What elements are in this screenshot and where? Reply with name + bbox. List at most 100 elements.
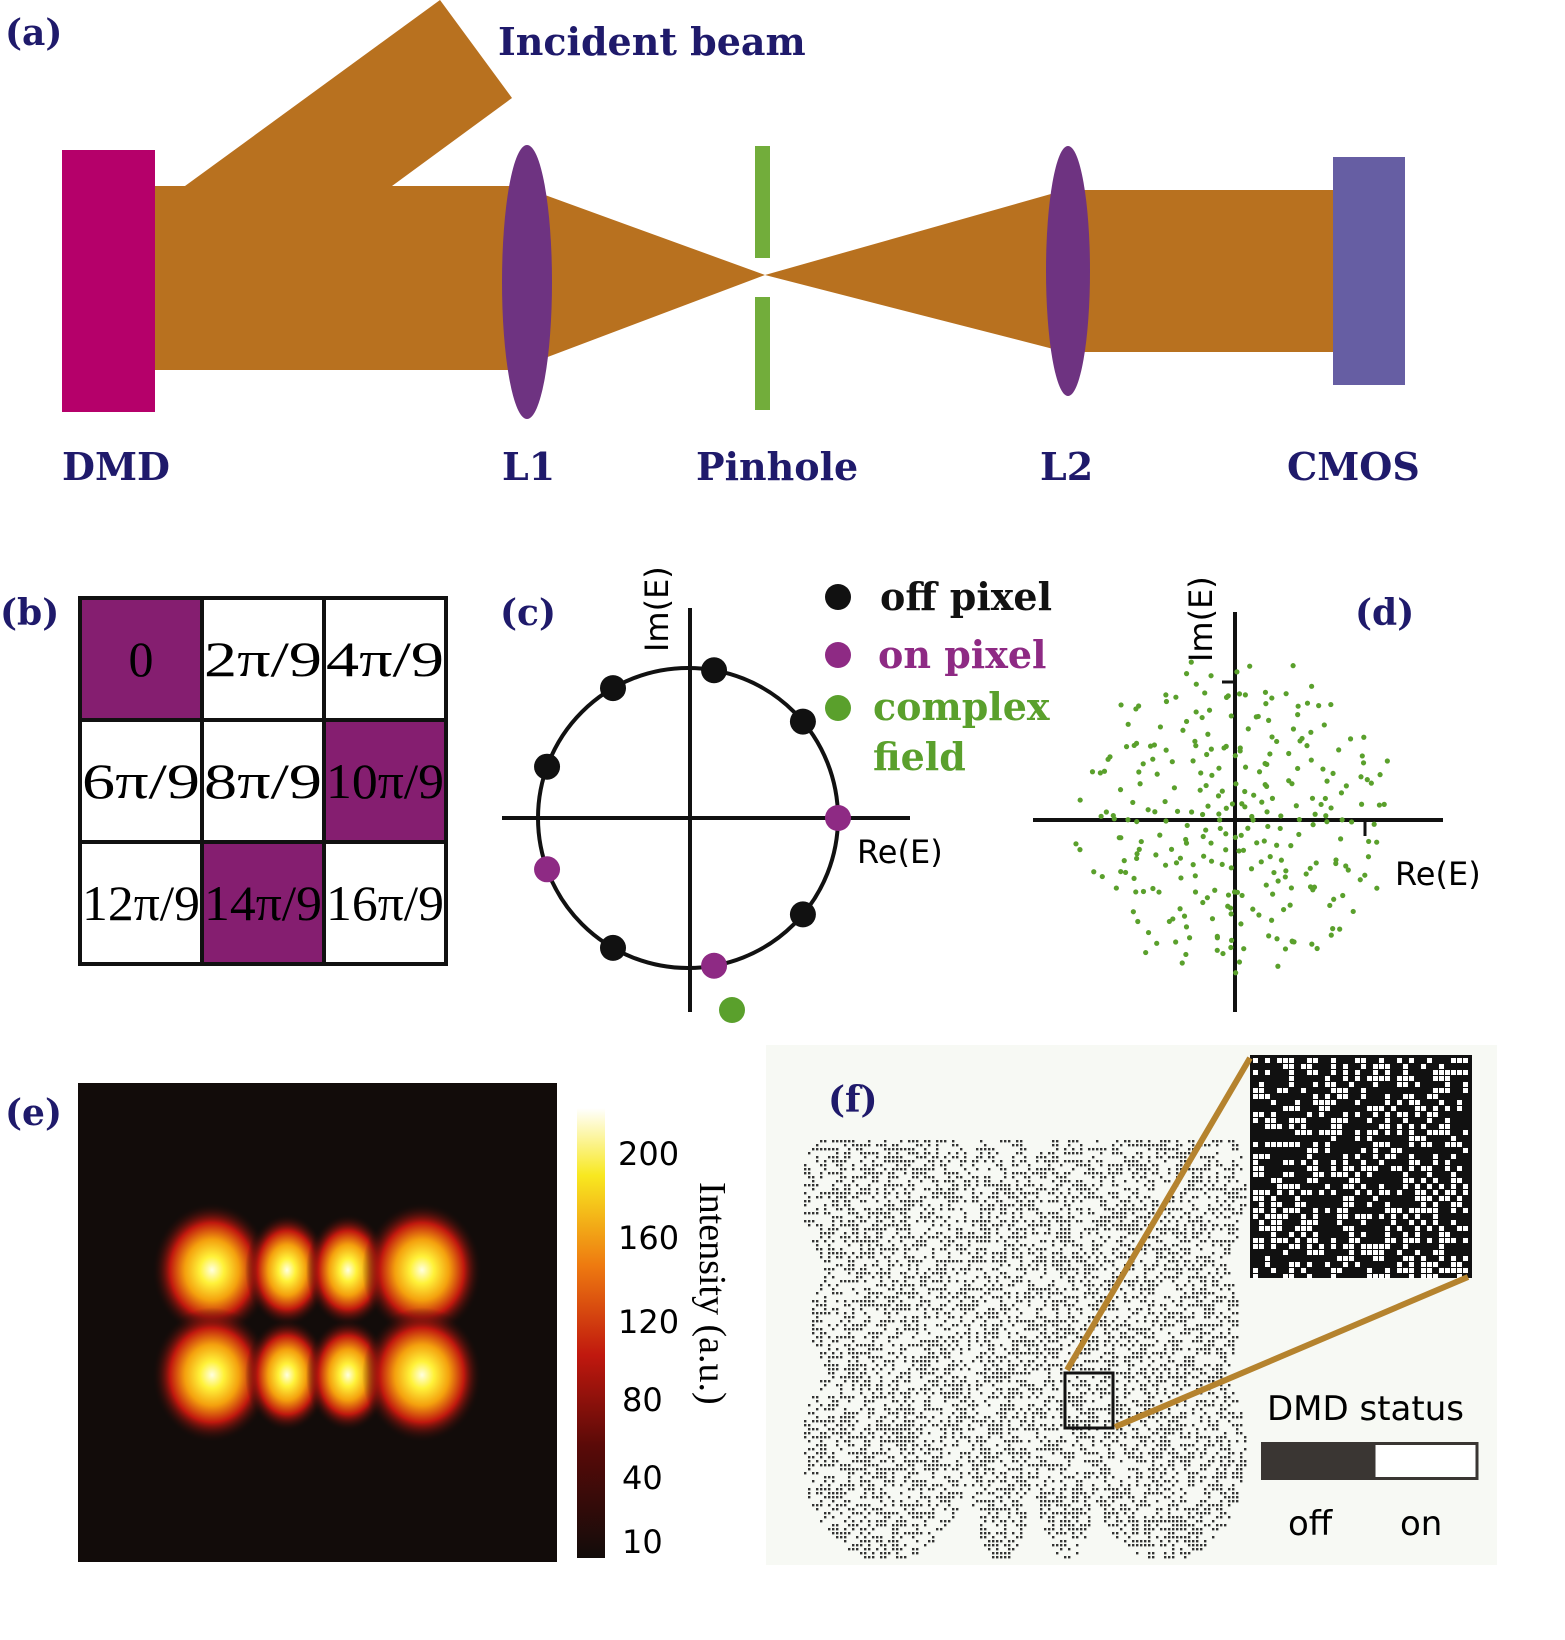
dmd-pixel — [944, 1164, 947, 1167]
dmd-pixel — [1076, 1260, 1079, 1263]
dmd-pixel — [856, 1276, 859, 1279]
dmd-pixel — [1180, 1412, 1183, 1415]
dmd-pixel — [1212, 1424, 1215, 1427]
dmd-pixel — [1192, 1304, 1195, 1307]
dmd-pixel — [884, 1160, 887, 1163]
dmd-pixel — [1172, 1244, 1175, 1247]
field-point — [1200, 833, 1206, 840]
dmd-pixel — [808, 1184, 811, 1187]
dmd-pixel — [976, 1260, 979, 1263]
dmd-pixel — [1208, 1484, 1211, 1487]
dmd-pixel — [1176, 1208, 1179, 1211]
dmd-pixel — [916, 1220, 919, 1223]
dmd-pixel — [1204, 1224, 1207, 1227]
dmd-pixel — [1172, 1344, 1175, 1347]
dmd-pixel — [1052, 1380, 1055, 1383]
dmd-pixel — [1052, 1280, 1055, 1283]
dmd-pixel — [1132, 1176, 1135, 1179]
dmd-pixel — [1192, 1144, 1195, 1147]
field-point — [1280, 906, 1287, 913]
dmd-pixel — [1180, 1304, 1183, 1307]
l1-label: L1 — [502, 444, 555, 489]
dmd-pixel — [1152, 1324, 1155, 1327]
dmd-pixel — [880, 1252, 883, 1255]
dmd-pixel — [1104, 1420, 1107, 1423]
dmd-pixel — [1080, 1256, 1083, 1259]
dmd-pixel — [884, 1360, 887, 1363]
dmd-pixel — [1064, 1196, 1067, 1199]
dmd-pixel — [916, 1156, 919, 1159]
dmd-pixel — [824, 1304, 827, 1307]
dmd-pixel — [980, 1256, 983, 1259]
dmd-pixel — [1076, 1416, 1079, 1419]
dmd-pixel — [1208, 1236, 1211, 1239]
dmd-pixel — [968, 1340, 971, 1343]
dmd-pixel — [1024, 1232, 1027, 1235]
dmd-pixel — [936, 1360, 939, 1363]
dmd-pixel — [968, 1440, 971, 1443]
field-point — [1170, 916, 1176, 922]
dmd-pixel — [888, 1468, 891, 1471]
dmd-pixel — [1184, 1264, 1187, 1267]
dmd-pixel — [1220, 1212, 1223, 1215]
dmd-pixel — [880, 1244, 883, 1247]
field-point — [1338, 836, 1344, 842]
dmd-pixel — [916, 1368, 919, 1371]
dmd-pixel — [916, 1292, 919, 1295]
dmd-pixel — [1216, 1144, 1219, 1147]
dmd-pixel — [932, 1168, 935, 1171]
field-point — [1133, 740, 1140, 746]
dmd-pixel — [1192, 1276, 1195, 1279]
dmd-pixel — [1024, 1236, 1027, 1239]
dmd-pixel — [1076, 1376, 1079, 1379]
dmd-pixel — [1120, 1460, 1123, 1463]
dmd-pixel — [832, 1140, 835, 1143]
dmd-pixel — [984, 1272, 987, 1275]
dmd-pixel — [1044, 1424, 1047, 1427]
dmd-pixel — [892, 1284, 895, 1287]
dmd-pixel — [844, 1300, 847, 1303]
dmd-pixel — [1116, 1328, 1119, 1331]
field-point — [1193, 743, 1199, 749]
dmd-pixel — [1232, 1416, 1235, 1419]
field-point — [1153, 852, 1159, 858]
dmd-pixel — [1144, 1184, 1147, 1187]
dmd-pixel — [1104, 1344, 1107, 1347]
dmd-pixel — [976, 1248, 979, 1251]
dmd-pixel — [812, 1148, 815, 1151]
dmd-pixel — [908, 1304, 911, 1307]
dmd-pixel — [824, 1140, 827, 1143]
dmd-pixel — [1236, 1164, 1239, 1167]
dmd-pixel — [1076, 1436, 1079, 1439]
dmd-pixel — [976, 1176, 979, 1179]
dmd-pixel — [868, 1304, 871, 1307]
dmd-pixel — [924, 1316, 927, 1319]
dmd-pixel — [832, 1232, 835, 1235]
dmd-pixel — [928, 1332, 931, 1335]
dmd-pixel — [1024, 1204, 1027, 1207]
dmd-pixel — [1144, 1388, 1147, 1391]
dmd-pixel — [1156, 1340, 1159, 1343]
dmd-pixel — [1228, 1308, 1231, 1311]
dmd-pixel — [1048, 1232, 1051, 1235]
dmd-pixel — [1072, 1140, 1075, 1143]
dmd-pixel — [952, 1188, 955, 1191]
dmd-pixel — [880, 1232, 883, 1235]
field-point — [1350, 908, 1356, 915]
dmd-pixel — [1104, 1220, 1107, 1223]
dmd-pixel — [876, 1384, 879, 1387]
dmd-pixel — [872, 1228, 875, 1231]
dmd-pixel — [1028, 1208, 1031, 1211]
dmd-pixel — [1168, 1260, 1171, 1263]
dmd-pixel — [976, 1252, 979, 1255]
dmd-pixel — [1124, 1436, 1127, 1439]
dmd-pixel — [872, 1452, 875, 1455]
dmd-pixel — [968, 1472, 971, 1475]
dmd-pixel — [1168, 1368, 1171, 1371]
dmd-pixel — [992, 1468, 995, 1471]
dmd-pixel — [980, 1352, 983, 1355]
dmd-pixel — [1228, 1364, 1231, 1367]
dmd-pixel — [1156, 1172, 1159, 1175]
dmd-pixel — [1004, 1404, 1007, 1407]
dmd-pixel — [1092, 1308, 1095, 1311]
